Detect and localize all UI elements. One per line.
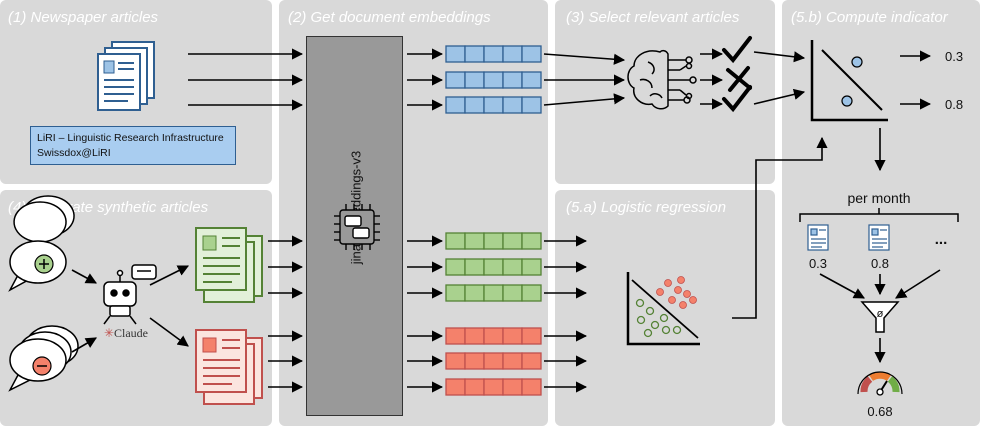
embedding-cell <box>502 284 523 302</box>
panel-select-relevant <box>555 0 775 184</box>
embedding-cell <box>521 327 542 345</box>
embedding-cell <box>502 258 523 276</box>
embedding-cell <box>483 232 504 250</box>
embedding-cell <box>521 45 542 63</box>
embedding-cell <box>445 284 466 302</box>
embedding-cell <box>502 352 523 370</box>
embedding-cell <box>445 232 466 250</box>
check-icon <box>722 36 752 113</box>
brain-icon <box>627 49 697 110</box>
embedding-cell <box>502 45 523 63</box>
embedding-cell <box>464 232 485 250</box>
embedding-cell <box>445 327 466 345</box>
embedding-cell <box>464 45 485 63</box>
embedding-cell <box>464 71 485 89</box>
indicator-plot-icon <box>810 40 888 122</box>
claude-star-icon: ✳ <box>104 326 114 340</box>
scatter-plot-icon <box>626 272 700 346</box>
claude-label: Claude <box>114 326 148 340</box>
embedding-vectors-newspaper <box>445 45 542 114</box>
embedding-cell <box>483 284 504 302</box>
document-icon <box>97 41 155 111</box>
panel-title-5a: (5.a) Logistic regression <box>566 199 727 216</box>
embedding-cell <box>502 327 523 345</box>
embedding-cell <box>521 378 542 396</box>
embedding-cell <box>483 378 504 396</box>
embedding-cell <box>464 352 485 370</box>
funnel-icon <box>860 301 900 333</box>
chat-bubble-plus-icon <box>8 195 75 292</box>
panel-title-2: (2) Get document embeddings <box>288 9 491 26</box>
indicator-output-bottom: 0.8 <box>945 97 963 112</box>
chip-chat-icon <box>334 204 380 250</box>
embedding-cell <box>521 232 542 250</box>
per-month-brace <box>799 208 959 222</box>
embedding-cell <box>521 284 542 302</box>
embedding-cell <box>483 96 504 114</box>
indicator-output-top: 0.3 <box>945 49 963 64</box>
chat-bubble-minus-icon <box>8 325 79 392</box>
embedding-cell <box>445 71 466 89</box>
embedding-cell <box>445 96 466 114</box>
month-value-2: 0.8 <box>871 256 889 271</box>
embedding-cell <box>464 258 485 276</box>
synthetic-negative-document-icon <box>195 329 263 405</box>
embedding-cell <box>483 258 504 276</box>
embedding-cell <box>521 352 542 370</box>
panel-title-3: (3) Select relevant articles <box>566 9 740 26</box>
synthetic-positive-document-icon <box>195 227 263 303</box>
embedding-cell <box>521 71 542 89</box>
embedding-cell <box>502 378 523 396</box>
embedding-cell <box>464 284 485 302</box>
month-document-icon <box>807 224 890 251</box>
month-value-1: 0.3 <box>809 256 827 271</box>
embedding-cell <box>483 352 504 370</box>
source-line-2: Swissdox@LiRI <box>37 147 111 159</box>
embedding-cell <box>521 96 542 114</box>
panel-title-5b: (5.b) Compute indicator <box>791 9 948 26</box>
month-ellipsis: ... <box>935 231 948 248</box>
robot-icon <box>103 264 157 325</box>
embedding-cell <box>483 71 504 89</box>
source-box: LiRI – Linguistic Research Infrastructur… <box>30 126 236 165</box>
embedding-cell <box>502 96 523 114</box>
embedding-cell <box>464 327 485 345</box>
embedding-cell <box>483 45 504 63</box>
embedding-cell <box>464 378 485 396</box>
embedding-vectors-negative <box>445 327 542 396</box>
embedding-cell <box>502 71 523 89</box>
cross-icon <box>726 66 752 92</box>
per-month-label: per month <box>847 190 910 206</box>
embedding-cell <box>445 258 466 276</box>
embedding-cell <box>464 96 485 114</box>
source-line-1: LiRI – Linguistic Research Infrastructur… <box>37 132 224 144</box>
embedding-cell <box>445 352 466 370</box>
embedding-cell <box>521 258 542 276</box>
embedding-cell <box>483 327 504 345</box>
embedding-vectors-positive <box>445 232 542 302</box>
gauge-icon <box>857 371 903 396</box>
embedding-cell <box>502 232 523 250</box>
aggregate-symbol: ø <box>877 308 884 320</box>
embedding-cell <box>445 378 466 396</box>
panel-title-1: (1) Newspaper articles <box>8 9 159 26</box>
embedding-cell <box>445 45 466 63</box>
indicator-result: 0.68 <box>867 404 892 419</box>
